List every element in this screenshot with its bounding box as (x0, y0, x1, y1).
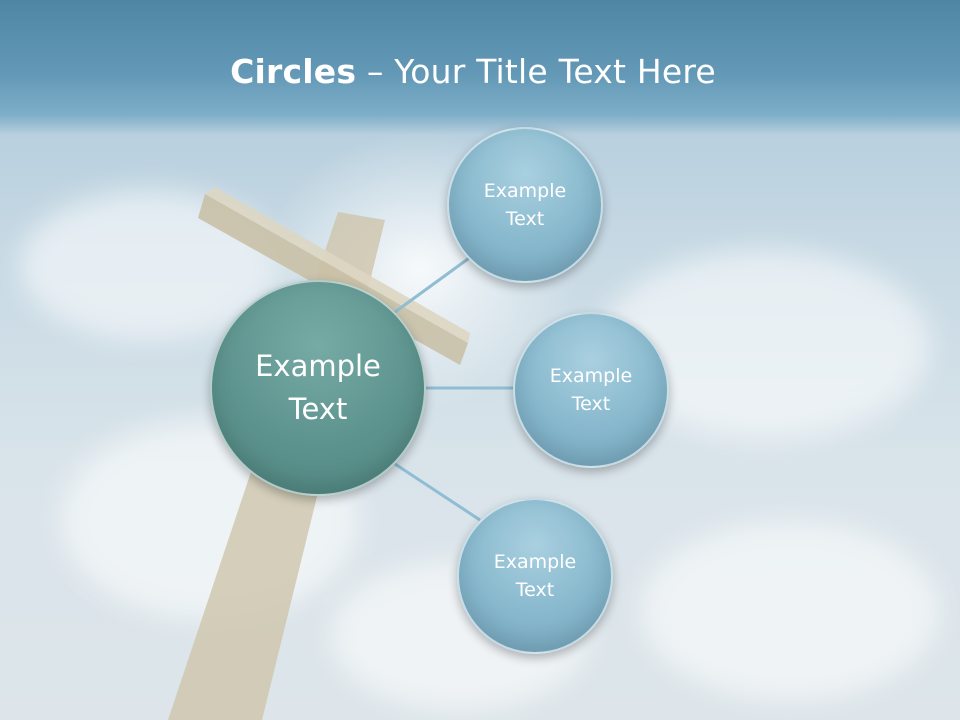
title-bold: Circles (230, 52, 357, 91)
satellite-circle-middle-label: Example Text (549, 364, 633, 416)
cloud (640, 520, 940, 700)
satellite-circle-bottom-label: Example Text (493, 550, 577, 602)
connector-line-bottom (394, 462, 481, 522)
page-title: Circles – Your Title Text Here (0, 52, 946, 91)
satellite-circle-middle[interactable]: Example Text (513, 312, 669, 468)
title-band (0, 0, 960, 135)
satellite-circle-bottom[interactable]: Example Text (457, 498, 613, 654)
connector-line-top (394, 254, 473, 314)
center-circle-label: Example Text (255, 348, 381, 427)
title-rest: – Your Title Text Here (356, 52, 716, 91)
satellite-circle-top-label: Example Text (483, 179, 567, 231)
center-circle[interactable]: Example Text (210, 280, 426, 496)
satellite-circle-top[interactable]: Example Text (447, 127, 603, 283)
